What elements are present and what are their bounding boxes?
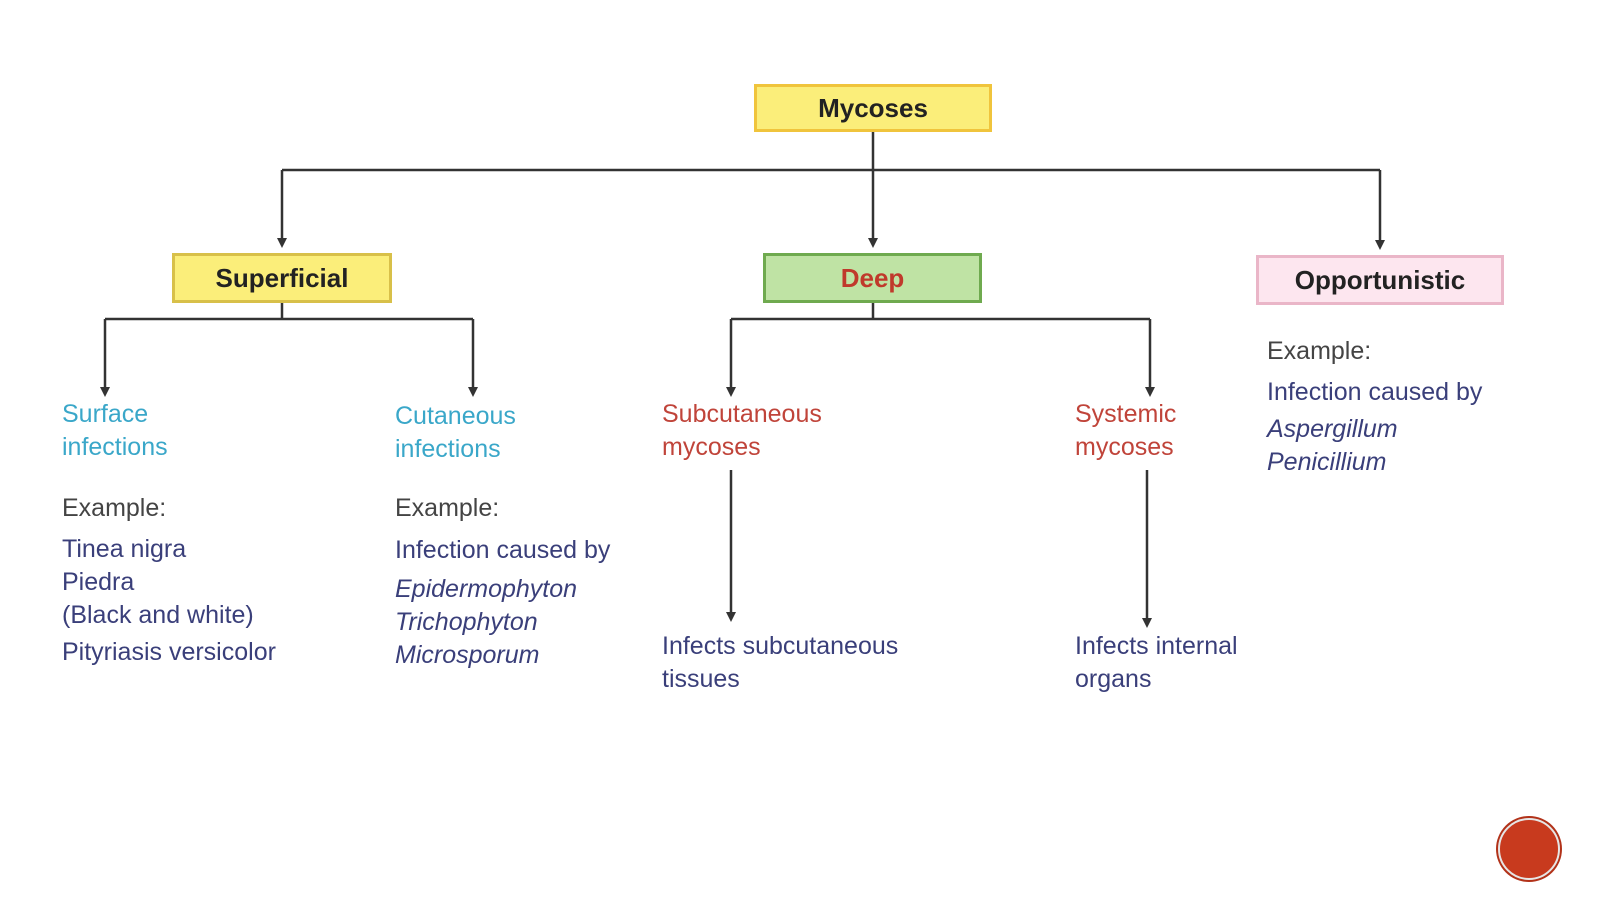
surface-example-3: (Black and white): [62, 601, 254, 629]
slide-nav-button[interactable]: [1498, 818, 1560, 880]
cutaneous-infections-title: Cutaneous infections: [395, 400, 516, 466]
surface-example-4: Pityriasis versicolor: [62, 638, 276, 666]
deep-box: Deep: [763, 253, 982, 303]
surface-example-1: Tinea nigra: [62, 535, 187, 563]
opportunistic-example-intro: Infection caused by: [1267, 378, 1483, 406]
systemic-result: Infects internal organs: [1075, 630, 1238, 696]
cutaneous-organism-1: Epidermophyton: [395, 575, 578, 603]
cutaneous-title-line1: Cutaneous: [395, 402, 516, 430]
cutaneous-organism-3: Microsporum: [395, 641, 540, 669]
opportunistic-example-heading: Example:: [1267, 337, 1372, 365]
systemic-title-line1: Systemic: [1075, 400, 1177, 428]
subcutaneous-result-line1: Infects subcutaneous: [662, 632, 899, 660]
surface-title-line2: infections: [62, 433, 168, 461]
mycoses-box: Mycoses: [754, 84, 992, 132]
subcutaneous-title-line2: mycoses: [662, 433, 761, 461]
surface-example-2: Piedra: [62, 568, 135, 596]
systemic-title-line2: mycoses: [1075, 433, 1174, 461]
cutaneous-example-intro: Infection caused by: [395, 536, 611, 564]
systemic-mycoses-title: Systemic mycoses: [1075, 398, 1176, 464]
subcutaneous-mycoses-title: Subcutaneous mycoses: [662, 398, 822, 464]
systemic-result-line2: organs: [1075, 665, 1152, 693]
surface-title-line1: Surface: [62, 400, 149, 428]
opportunistic-box: Opportunistic: [1256, 255, 1504, 305]
opportunistic-organism-2: Penicillium: [1267, 448, 1387, 476]
superficial-label: Superficial: [215, 262, 349, 293]
cutaneous-example-heading: Example:: [395, 494, 500, 522]
surface-example-heading: Example:: [62, 494, 167, 522]
subcutaneous-title-line1: Subcutaneous: [662, 400, 822, 428]
subcutaneous-result: Infects subcutaneous tissues: [662, 630, 898, 696]
cutaneous-organism-2: Trichophyton: [395, 608, 538, 636]
superficial-box: Superficial: [172, 253, 392, 303]
opportunistic-label: Opportunistic: [1294, 264, 1466, 295]
deep-label: Deep: [840, 262, 905, 293]
surface-infections-title: Surface infections: [62, 398, 168, 464]
systemic-result-line1: Infects internal: [1075, 632, 1238, 660]
mycoses-label: Mycoses: [818, 92, 928, 123]
opportunistic-organism-1: Aspergillum: [1267, 415, 1398, 443]
subcutaneous-result-line2: tissues: [662, 665, 740, 693]
cutaneous-title-line2: infections: [395, 435, 501, 463]
